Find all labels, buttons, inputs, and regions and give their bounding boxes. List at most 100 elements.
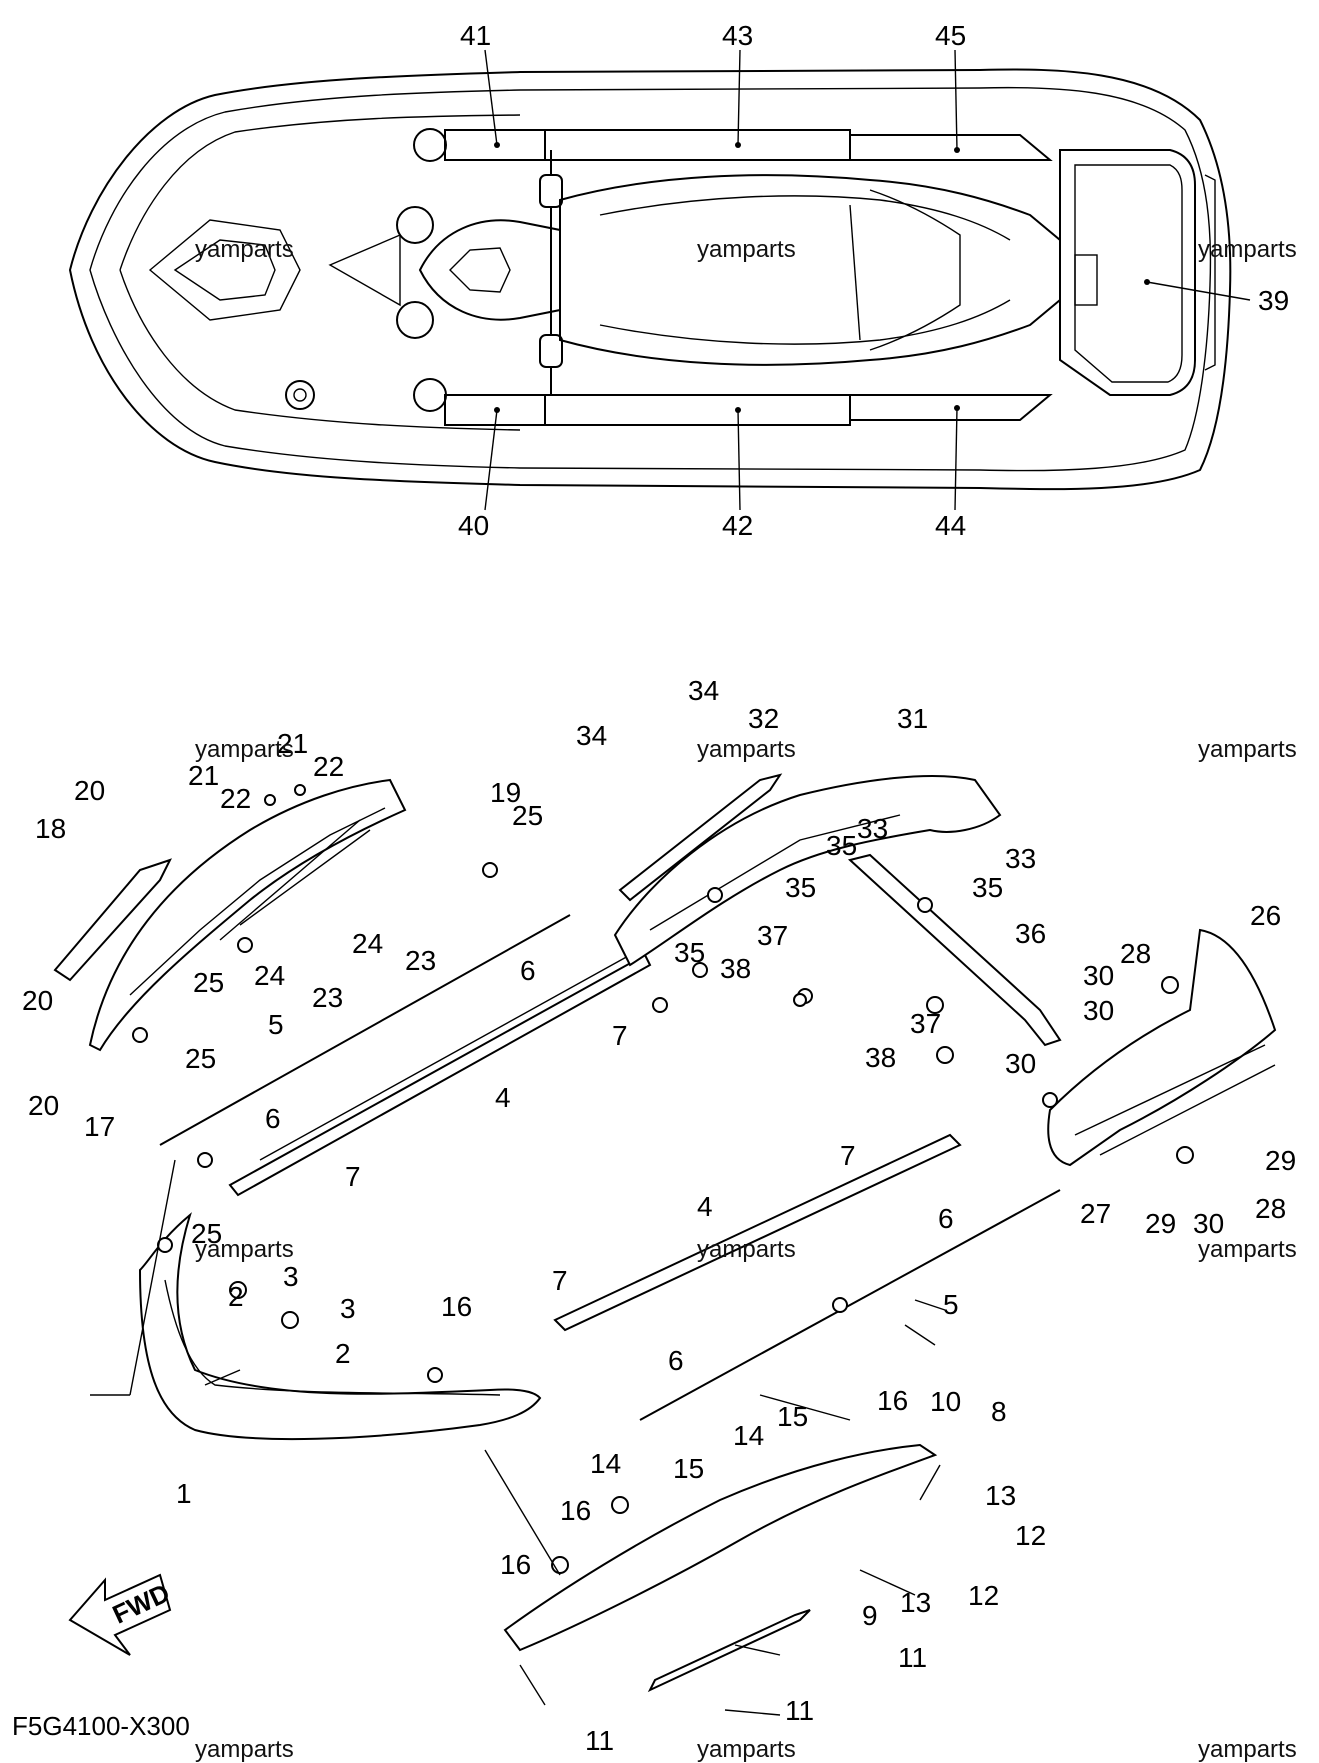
exploded-parts-view: FWD (53, 773, 1277, 1716)
callout-35a: 35 (826, 830, 857, 861)
callout-13b: 13 (900, 1587, 931, 1618)
callout-20c: 20 (28, 1090, 59, 1121)
callout-28a: 28 (1120, 938, 1151, 969)
callout-40: 40 (458, 510, 489, 541)
callout-38a: 38 (720, 953, 751, 984)
callout-19: 19 (490, 777, 521, 808)
callout-12a: 12 (1015, 1520, 1046, 1551)
callout-29a: 29 (1265, 1145, 1296, 1176)
callout-6a: 6 (520, 955, 536, 986)
callout-4a: 4 (495, 1082, 511, 1113)
callout-6c: 6 (938, 1203, 954, 1234)
callout-7a: 7 (612, 1020, 628, 1051)
callout-25b: 25 (193, 967, 224, 998)
callout-30b: 30 (1083, 995, 1114, 1026)
callout-25c: 25 (185, 1043, 216, 1074)
watercraft-top-view (68, 49, 1251, 511)
callout-35d: 35 (674, 937, 705, 968)
callout-37a: 37 (757, 920, 788, 951)
callout-6d: 6 (668, 1345, 684, 1376)
callout-16c: 16 (560, 1495, 591, 1526)
watermark: yamparts (697, 1736, 796, 1763)
callout-11a: 11 (585, 1725, 614, 1756)
callout-3a: 3 (283, 1261, 299, 1292)
callout-30a: 30 (1083, 960, 1114, 991)
callout-6b: 6 (265, 1103, 281, 1134)
callout-23b: 23 (312, 982, 343, 1013)
watermark: yamparts (1198, 236, 1297, 263)
callout-5a: 5 (268, 1009, 284, 1040)
callout-42: 42 (722, 510, 753, 541)
watermark: yamparts (1198, 736, 1297, 763)
callout-20a: 20 (74, 775, 105, 806)
callout-36: 36 (1015, 918, 1046, 949)
watermark: yamparts (195, 236, 294, 263)
callout-22b: 22 (313, 751, 344, 782)
callout-21b: 21 (277, 728, 308, 759)
callout-30c: 30 (1005, 1048, 1036, 1079)
callout-8: 8 (991, 1396, 1007, 1427)
callout-27: 27 (1080, 1198, 1111, 1229)
callout-11b: 11 (785, 1695, 814, 1726)
fwd-arrow-icon: FWD (68, 1573, 174, 1656)
watermarks: yamparts yamparts yamparts yamparts yamp… (195, 236, 1297, 1763)
bottom-callouts: 1 2 2 3 3 4 4 5 5 6 6 6 6 7 7 7 7 8 9 10… (22, 675, 1296, 1756)
callout-24a: 24 (352, 928, 383, 959)
callout-35b: 35 (785, 872, 816, 903)
callout-13a: 13 (985, 1480, 1016, 1511)
callout-37b: 37 (910, 1008, 941, 1039)
callout-7b: 7 (345, 1161, 361, 1192)
callout-5b: 5 (943, 1289, 959, 1320)
callout-30d: 30 (1193, 1208, 1224, 1239)
callout-16a: 16 (441, 1291, 472, 1322)
callout-25a: 25 (512, 800, 543, 831)
callout-34a: 34 (688, 675, 719, 706)
watermark: yamparts (697, 736, 796, 763)
callout-28b: 28 (1255, 1193, 1286, 1224)
callout-44: 44 (935, 510, 966, 541)
watermark: yamparts (697, 1236, 796, 1263)
watermark: yamparts (1198, 1736, 1297, 1763)
watermark: yamparts (195, 1736, 294, 1763)
callout-20b: 20 (22, 985, 53, 1016)
callout-32: 32 (748, 703, 779, 734)
watermark: yamparts (195, 1236, 294, 1263)
callout-15a: 15 (777, 1401, 808, 1432)
callout-9: 9 (862, 1600, 878, 1631)
callout-16d: 16 (500, 1549, 531, 1580)
callout-18: 18 (35, 813, 66, 844)
callout-11c: 11 (898, 1642, 927, 1673)
callout-2a: 2 (228, 1281, 244, 1312)
watermark: yamparts (1198, 1236, 1297, 1263)
callout-39: 39 (1258, 285, 1289, 316)
callout-14b: 14 (590, 1448, 621, 1479)
callout-22a: 22 (220, 783, 251, 814)
callout-4b: 4 (697, 1191, 713, 1222)
callout-17: 17 (84, 1111, 115, 1142)
callout-1: 1 (176, 1478, 192, 1509)
callout-21a: 21 (188, 760, 219, 791)
callout-12b: 12 (968, 1580, 999, 1611)
callout-2b: 2 (335, 1338, 351, 1369)
callout-26: 26 (1250, 900, 1281, 931)
callout-3b: 3 (340, 1293, 356, 1324)
callout-31: 31 (897, 703, 928, 734)
callout-24b: 24 (254, 960, 285, 991)
callout-25d: 25 (191, 1218, 222, 1249)
top-callouts: 41 43 45 39 40 42 44 (458, 20, 1289, 541)
diagram-code: F5G4100-X300 (12, 1711, 190, 1741)
callout-38b: 38 (865, 1042, 896, 1073)
callout-33a: 33 (857, 813, 888, 844)
callout-7c: 7 (840, 1140, 856, 1171)
callout-7d: 7 (552, 1265, 568, 1296)
watermark: yamparts (195, 736, 294, 763)
callout-33b: 33 (1005, 843, 1036, 874)
callout-14a: 14 (733, 1420, 764, 1451)
watermark: yamparts (697, 236, 796, 263)
callout-16b: 16 (877, 1385, 908, 1416)
callout-35c: 35 (972, 872, 1003, 903)
callout-29b: 29 (1145, 1208, 1176, 1239)
callout-34b: 34 (576, 720, 607, 751)
callout-10: 10 (930, 1386, 961, 1417)
